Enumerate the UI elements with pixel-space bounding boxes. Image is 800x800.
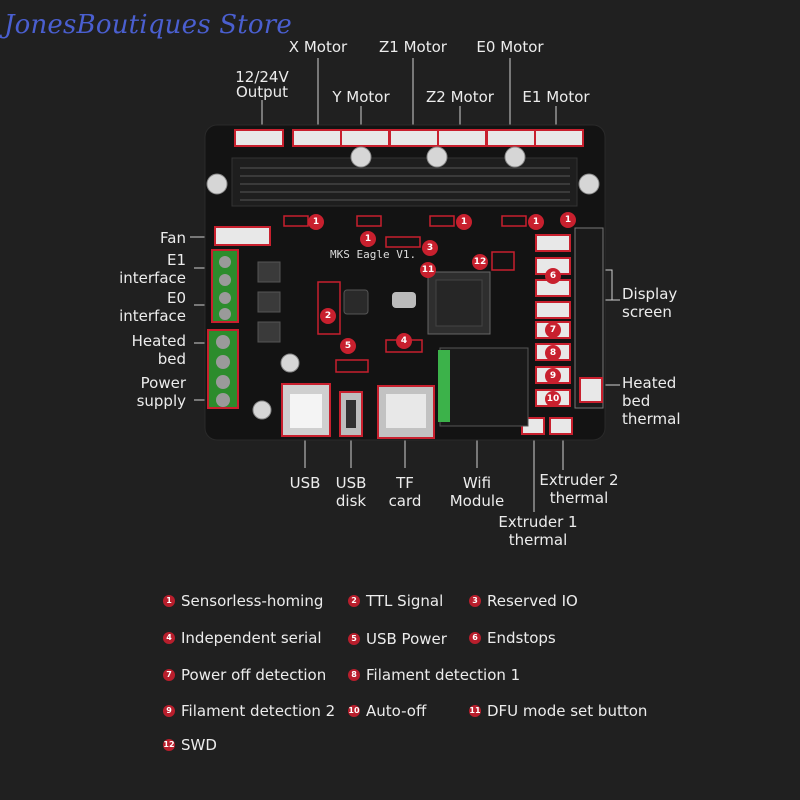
label-z1-motor: Z1 Motor bbox=[379, 38, 447, 56]
legend-item-3: 3 Reserved IO bbox=[469, 592, 578, 610]
badge-1: 1 bbox=[528, 214, 544, 230]
legend-label: Sensorless-homing bbox=[181, 592, 324, 610]
badge-10: 10 bbox=[545, 391, 561, 407]
label-wifi-module: Wifi Module bbox=[449, 474, 505, 510]
label-usb: USB bbox=[289, 474, 321, 492]
legend-badge: 1 bbox=[163, 595, 175, 607]
badge-2: 2 bbox=[320, 308, 336, 324]
legend-item-10: 10 Auto-off bbox=[348, 702, 426, 720]
legend-badge: 4 bbox=[163, 632, 175, 644]
motor-connectors bbox=[234, 129, 584, 147]
heatsink-fins bbox=[240, 167, 570, 201]
badge-7: 7 bbox=[545, 322, 561, 338]
label-y-motor: Y Motor bbox=[332, 88, 390, 106]
label-e0-interface: E0 interface bbox=[119, 289, 186, 325]
badge-8: 8 bbox=[545, 345, 561, 361]
label-x-motor: X Motor bbox=[288, 38, 348, 56]
badge-9: 9 bbox=[545, 368, 561, 384]
mosfets bbox=[257, 261, 281, 343]
legend-label: Independent serial bbox=[181, 629, 322, 647]
label-e0-motor: E0 Motor bbox=[476, 38, 544, 56]
legend-item-8: 8 Filament detection 1 bbox=[348, 666, 520, 684]
label-usb-disk: USB disk bbox=[335, 474, 367, 510]
legend-label: Filament detection 2 bbox=[181, 702, 336, 720]
badge-3: 3 bbox=[422, 240, 438, 256]
legend-badge: 5 bbox=[348, 633, 360, 645]
legend-label: DFU mode set button bbox=[487, 702, 648, 720]
badge-1: 1 bbox=[456, 214, 472, 230]
label-e1-interface: E1 interface bbox=[119, 251, 186, 287]
label-heated-bed-thermal: Heated bed thermal bbox=[622, 374, 681, 428]
legend-label: TTL Signal bbox=[366, 592, 444, 610]
legend-item-9: 9 Filament detection 2 bbox=[163, 702, 335, 720]
badge-4: 4 bbox=[396, 333, 412, 349]
legend-label: USB Power bbox=[366, 630, 447, 648]
legend-item-11: 11 DFU mode set button bbox=[469, 702, 647, 720]
label-power-supply: Power supply bbox=[136, 374, 186, 410]
badge-11: 11 bbox=[420, 262, 436, 278]
legend-label: Power off detection bbox=[181, 666, 327, 684]
label-extruder-1-thermal: Extruder 1 thermal bbox=[498, 513, 578, 549]
legend-label: Endstops bbox=[487, 629, 556, 647]
badge-1: 1 bbox=[560, 212, 576, 228]
legend-label: Auto-off bbox=[366, 702, 427, 720]
label-e1-motor: E1 Motor bbox=[522, 88, 590, 106]
legend-badge: 2 bbox=[348, 595, 360, 607]
badge-5: 5 bbox=[340, 338, 356, 354]
legend-item-12: 12 SWD bbox=[163, 736, 217, 754]
badge-6: 6 bbox=[545, 268, 561, 284]
badge-12: 12 bbox=[472, 254, 488, 270]
legend-item-1: 1 Sensorless-homing bbox=[163, 592, 323, 610]
legend-label: Reserved IO bbox=[487, 592, 578, 610]
label-extruder-2-thermal: Extruder 2 thermal bbox=[539, 471, 619, 507]
badge-1: 1 bbox=[308, 214, 324, 230]
right-connectors bbox=[521, 234, 603, 435]
badge-1: 1 bbox=[360, 231, 376, 247]
board-name: MKS Eagle V1. bbox=[330, 248, 417, 261]
legend-badge: 9 bbox=[163, 705, 175, 717]
legend-badge: 7 bbox=[163, 669, 175, 681]
store-watermark: JonesBoutiques Store bbox=[4, 10, 292, 40]
fan-connector bbox=[214, 226, 271, 246]
capacitors bbox=[206, 146, 600, 420]
legend-item-4: 4 Independent serial bbox=[163, 629, 322, 647]
label-12-24v-output: 12/24V Output bbox=[235, 68, 289, 101]
legend-badge: 8 bbox=[348, 669, 360, 681]
wifi-module-area bbox=[439, 347, 529, 427]
legend-label: Filament detection 1 bbox=[366, 666, 521, 684]
label-display-screen: Display screen bbox=[622, 285, 678, 321]
label-fan: Fan bbox=[160, 229, 186, 247]
label-z2-motor: Z2 Motor bbox=[426, 88, 494, 106]
legend-badge: 6 bbox=[469, 632, 481, 644]
legend-badge: 12 bbox=[163, 739, 175, 751]
legend-label: SWD bbox=[181, 736, 217, 754]
label-tf-card: TF card bbox=[388, 474, 422, 510]
legend-badge: 11 bbox=[469, 705, 481, 717]
legend-badge: 3 bbox=[469, 595, 481, 607]
legend-item-5: 5 USB Power bbox=[348, 630, 447, 648]
legend-item-2: 2 TTL Signal bbox=[348, 592, 443, 610]
legend-item-6: 6 Endstops bbox=[469, 629, 556, 647]
label-heated-bed: Heated bed bbox=[131, 332, 186, 368]
legend-badge: 10 bbox=[348, 705, 360, 717]
heatsink bbox=[231, 157, 578, 207]
screw-heads bbox=[216, 256, 231, 407]
legend-item-7: 7 Power off detection bbox=[163, 666, 326, 684]
